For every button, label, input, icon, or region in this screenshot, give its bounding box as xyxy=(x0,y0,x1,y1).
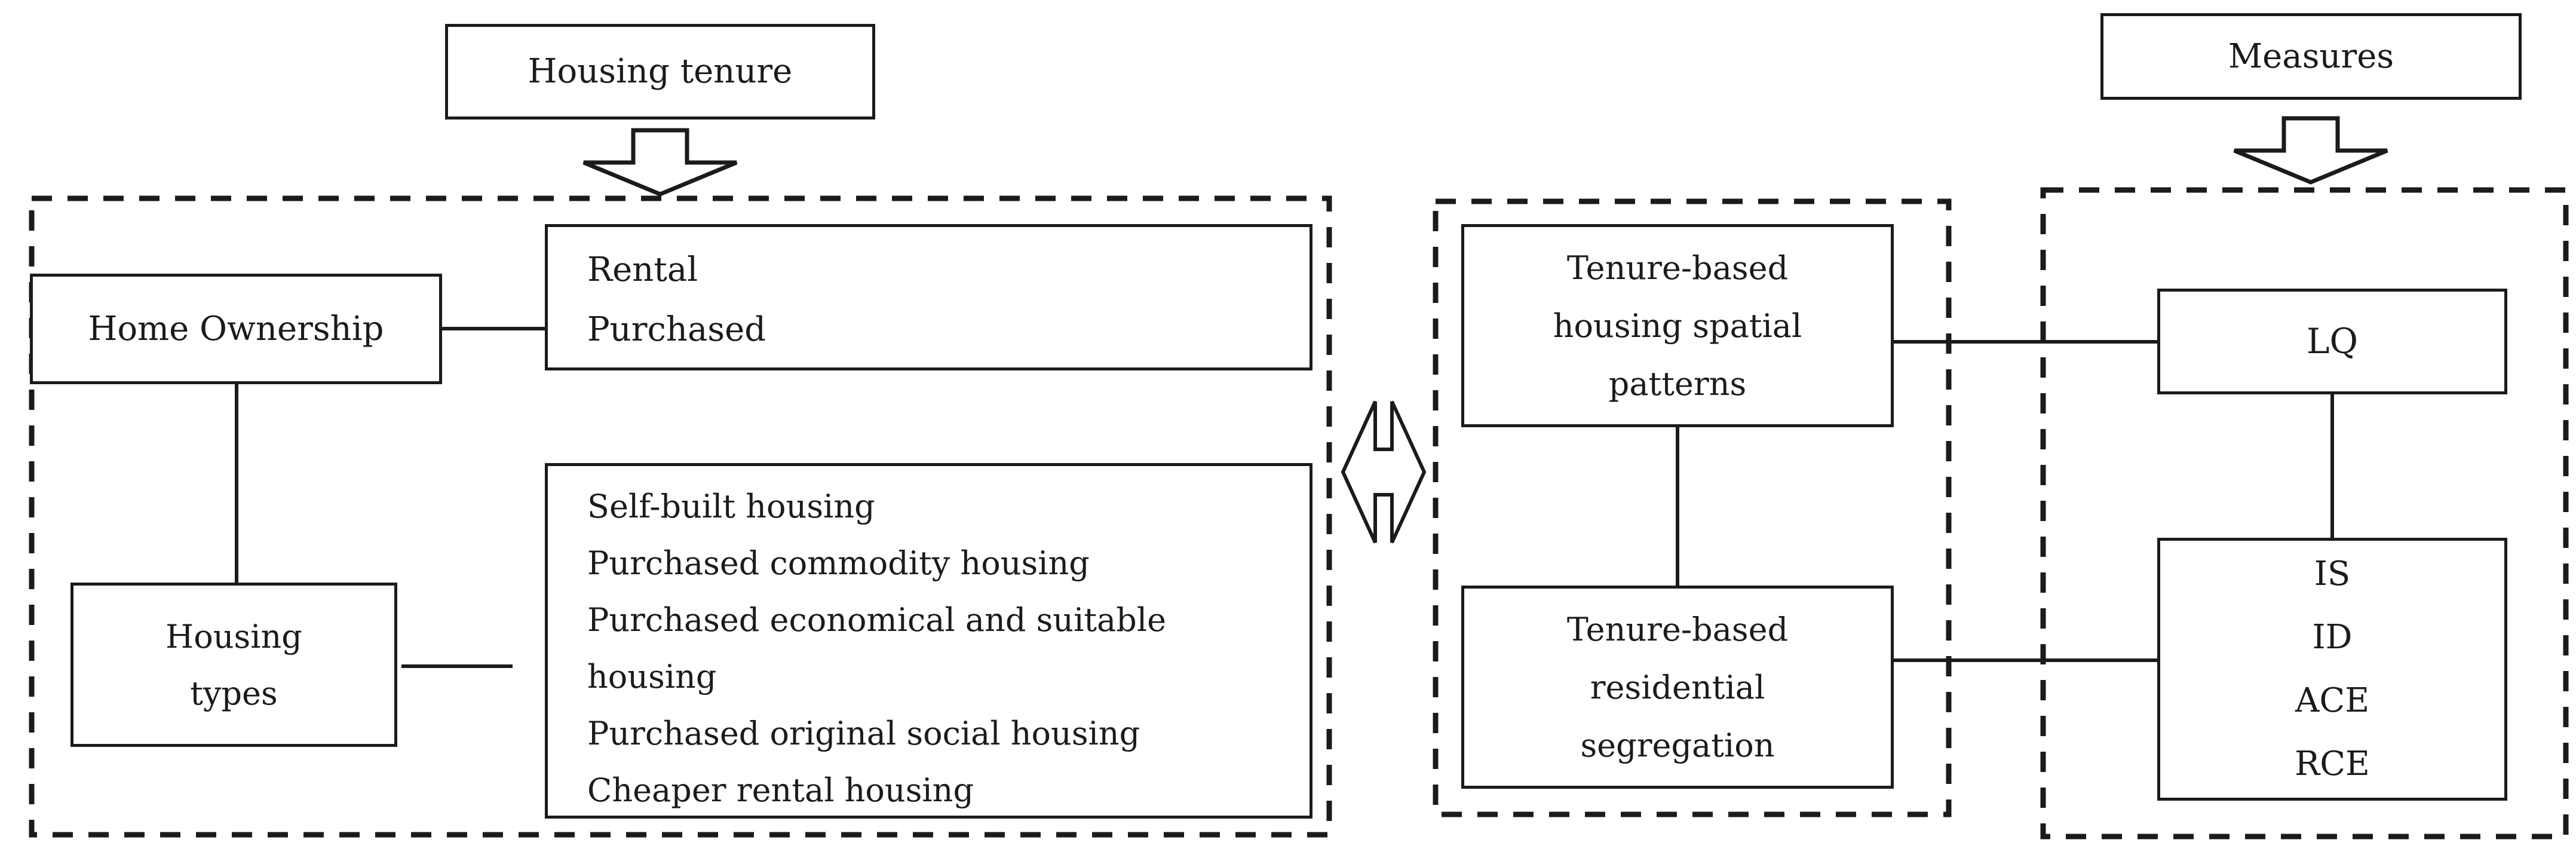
residential-segregation-box: Tenure-based residential segregation xyxy=(1461,586,1894,789)
down-arrow-icon xyxy=(582,128,738,197)
list-line: ACE xyxy=(2295,681,2370,720)
list-line: Rental xyxy=(587,250,698,289)
spatial-patterns-box: Tenure-based housing spatial patterns xyxy=(1461,224,1894,427)
list-line: ID xyxy=(2312,618,2353,657)
down-arrow-icon xyxy=(2233,116,2388,185)
list-line: RCE xyxy=(2295,745,2370,783)
measures-box: Measures xyxy=(2100,13,2522,100)
list-line: Self-built housing xyxy=(587,488,875,525)
measures-panel-border xyxy=(2040,187,2569,840)
double-arrow-icon xyxy=(1341,400,1427,544)
list-line: Purchased xyxy=(587,310,766,349)
lq-box: LQ xyxy=(2157,289,2507,394)
housing-types-box: Housing types xyxy=(70,583,397,747)
list-line: Purchased commodity housing xyxy=(587,544,1090,582)
list-line: Purchased original social housing xyxy=(587,715,1140,752)
housing-tenure-box: Housing tenure xyxy=(445,24,875,120)
list-line: Purchased economical and suitable housin… xyxy=(587,601,1167,696)
spatial-patterns-panel-border xyxy=(1433,198,1952,817)
housing-tenure-panel-border xyxy=(29,195,1332,838)
home-ownership-box: Home Ownership xyxy=(30,274,442,384)
segregation-indices-box: IS ID ACE RCE xyxy=(2157,538,2507,801)
segregation-indices-list: IS ID ACE RCE xyxy=(2295,543,2370,796)
list-line: IS xyxy=(2314,554,2351,593)
list-line: Cheaper rental housing xyxy=(587,771,974,809)
